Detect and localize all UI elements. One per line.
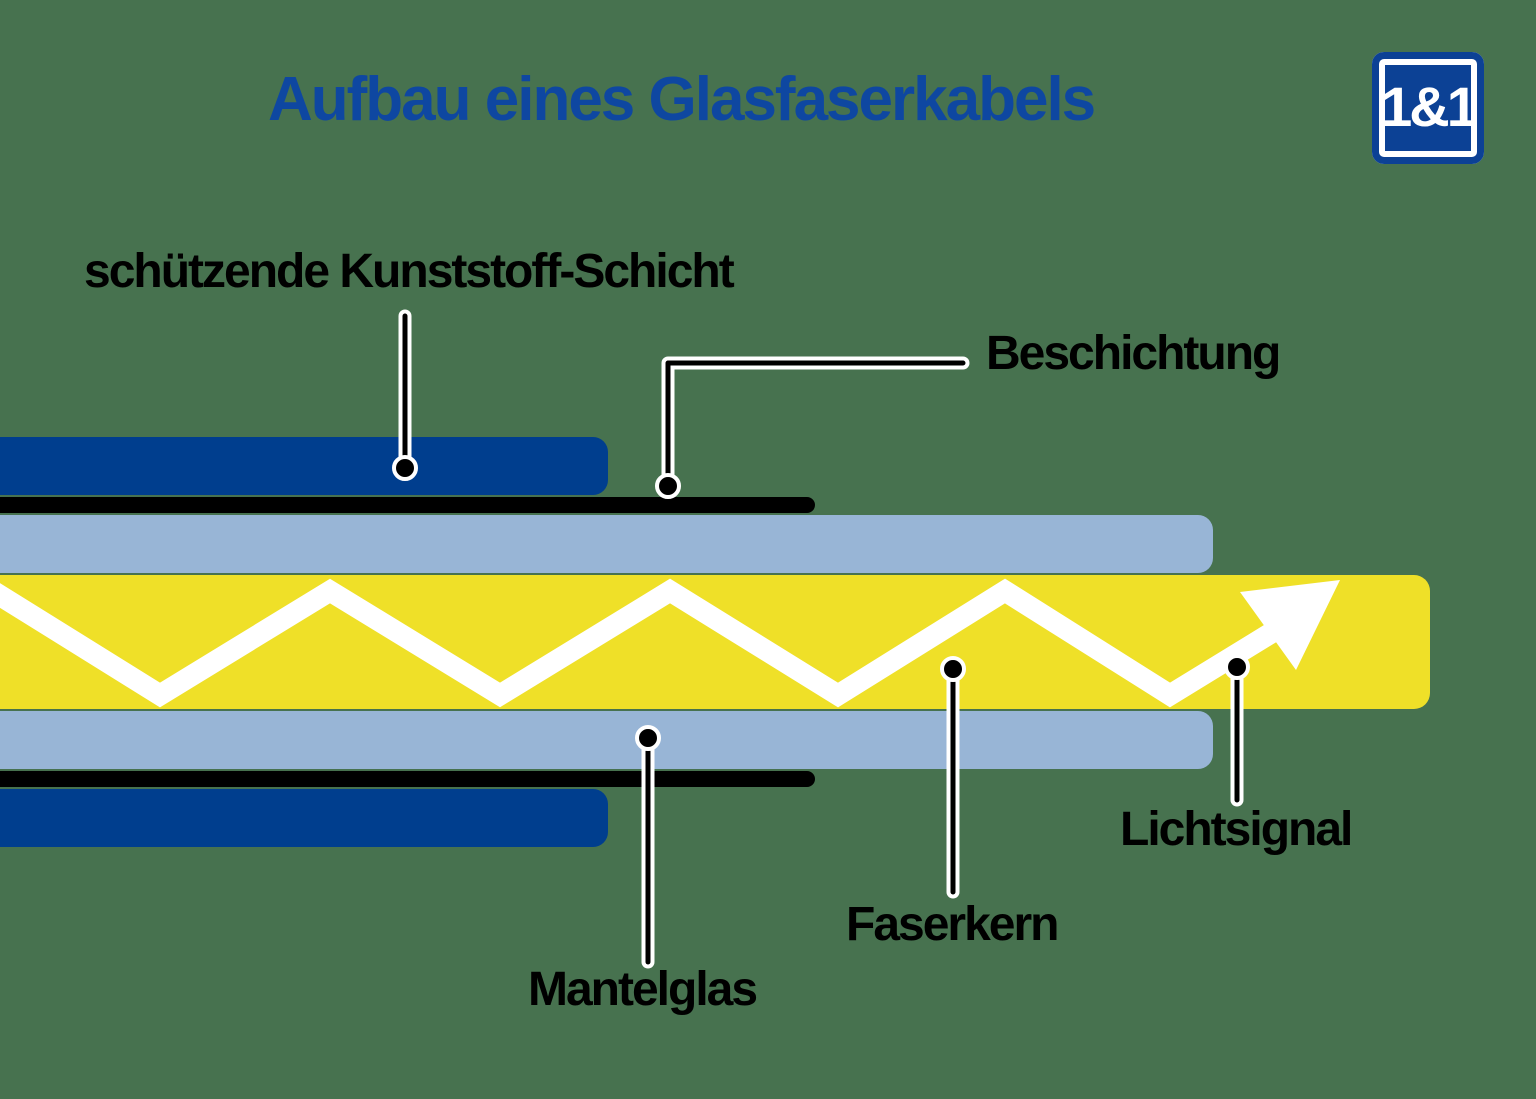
layer-coating-top bbox=[0, 497, 815, 513]
layer-cladding-glass-bottom bbox=[0, 711, 1213, 769]
layer-cladding-glass-top bbox=[0, 515, 1213, 573]
label-protective-plastic: schützende Kunststoff-Schicht bbox=[84, 245, 735, 298]
page-title: Aufbau eines Glasfaserkabels bbox=[268, 65, 1096, 134]
brand-logo: 1&1 bbox=[1372, 52, 1484, 164]
label-fiber-core: Faserkern bbox=[846, 898, 1059, 951]
layer-protective-plastic-top bbox=[0, 437, 608, 495]
brand-logo-text: 1&1 bbox=[1381, 74, 1478, 138]
label-cladding-glass: Mantelglas bbox=[528, 963, 758, 1016]
leader-dot-coating bbox=[655, 473, 681, 499]
layer-fiber-core bbox=[0, 575, 1430, 709]
leader-line-coating bbox=[655, 356, 970, 499]
label-coating: Beschichtung bbox=[986, 327, 1281, 380]
label-light-signal: Lichtsignal bbox=[1120, 803, 1353, 856]
layer-coating-bottom bbox=[0, 771, 815, 787]
layer-protective-plastic-bottom bbox=[0, 789, 608, 847]
